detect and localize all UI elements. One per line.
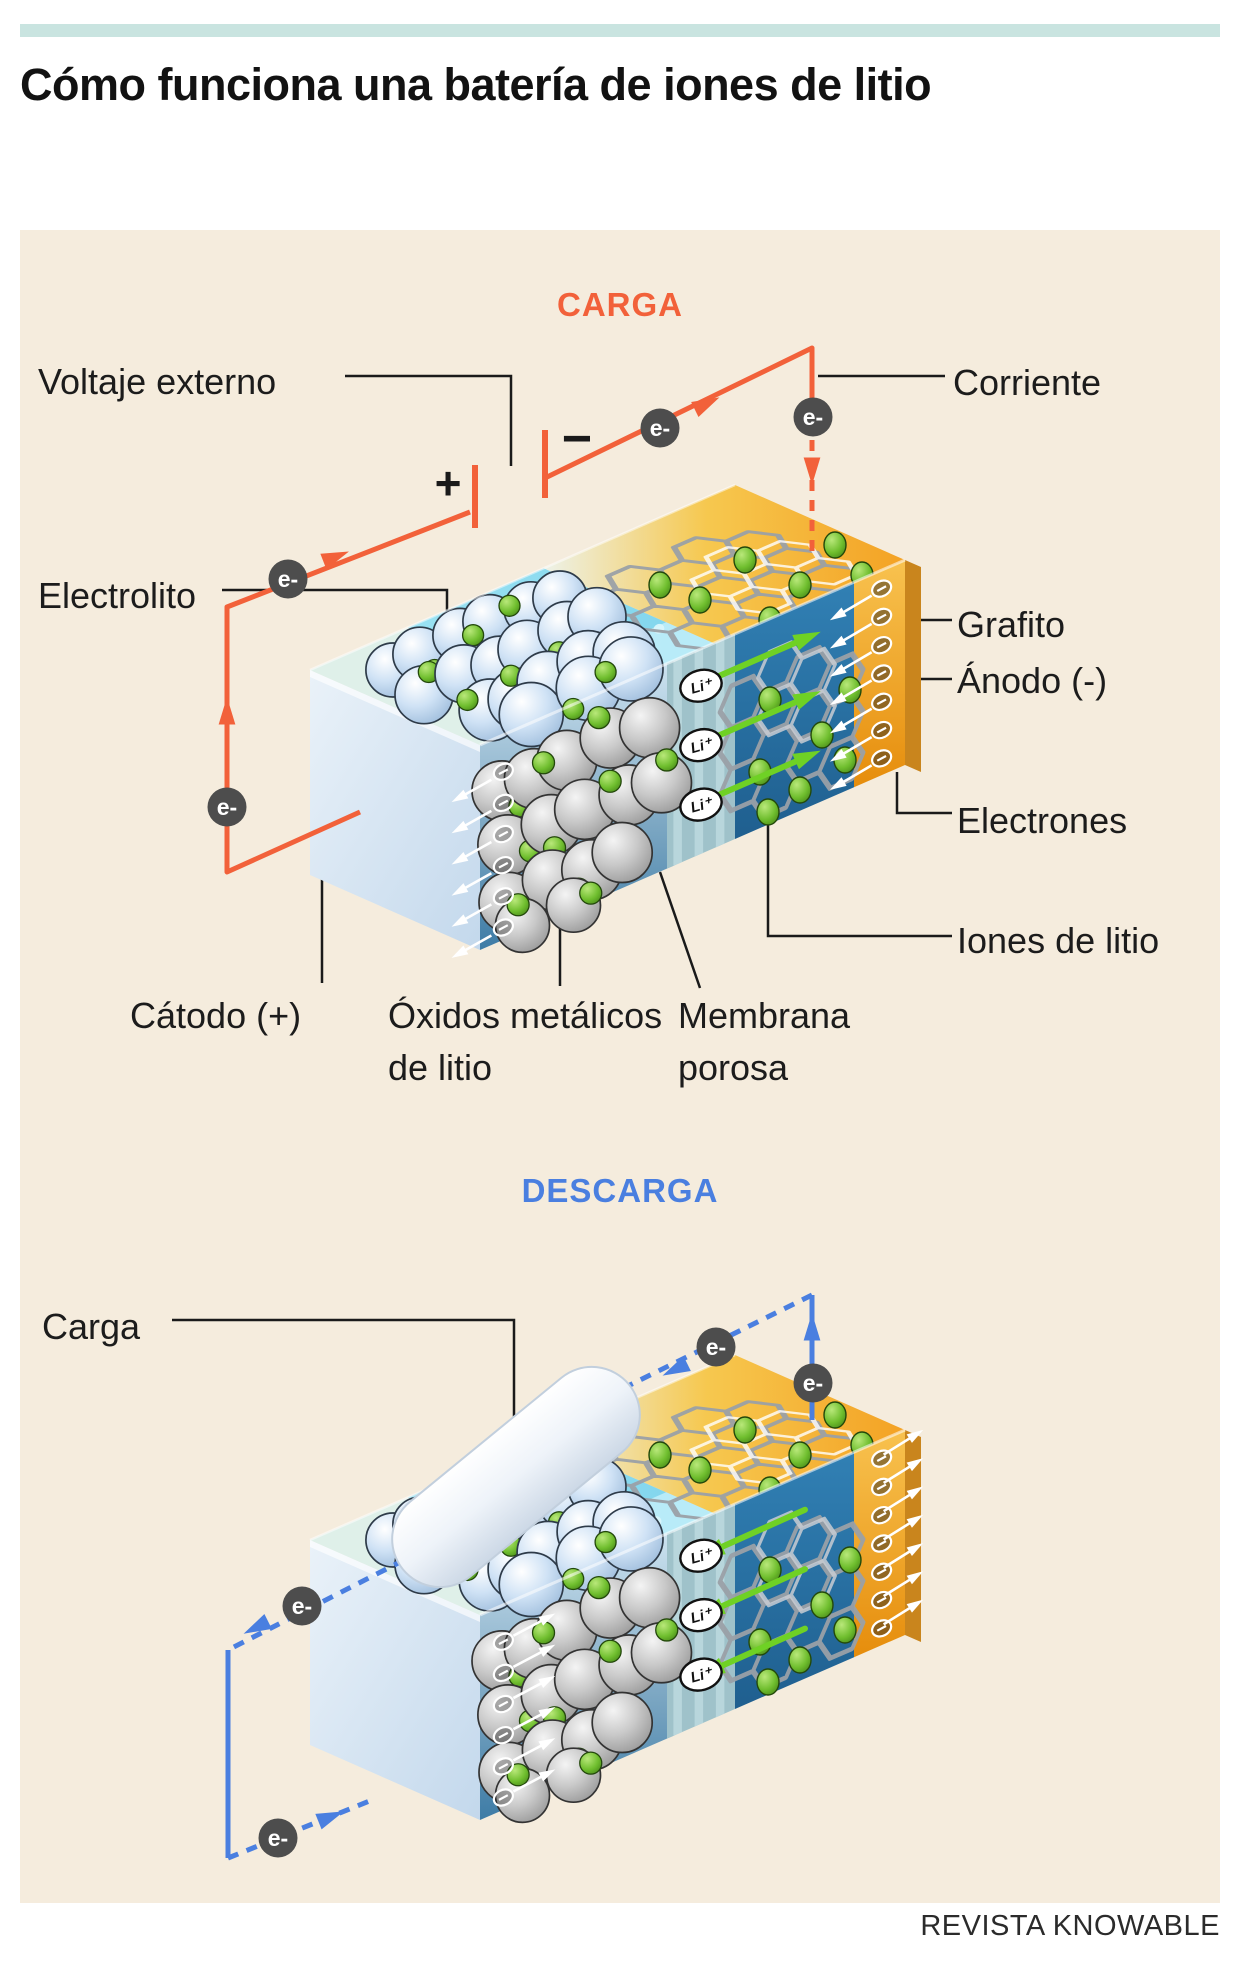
lithium-ion-badge: Li⁺ (679, 727, 723, 763)
electron-minus-icon (492, 1725, 514, 1745)
label-membrana-line1: Membrana (678, 995, 851, 1036)
electron-minus-icon (492, 1663, 514, 1683)
electron-minus-icon (492, 824, 514, 844)
electron-minus-icon (871, 1449, 893, 1468)
electron-badge: e- (793, 1363, 833, 1403)
label-carga-load: Carga (42, 1306, 141, 1347)
label-catodo: Cátodo (+) (130, 995, 302, 1036)
charge-circuit: + − e-e-e-e- (207, 345, 833, 875)
label-grafito: Grafito (957, 604, 1066, 645)
label-oxidos-metalicos: Óxidos metálicos de litio (388, 990, 662, 1094)
electron-minus-icon (871, 749, 893, 768)
leader-line (345, 374, 513, 466)
lithium-ion-badge: Li⁺ (679, 668, 723, 703)
label-membrana-line2: porosa (678, 1047, 789, 1088)
page-title-line1: Cómo funciona una batería de iones de (20, 59, 842, 110)
svg-text:e-: e- (278, 566, 298, 592)
electron-badge: e- (207, 787, 247, 827)
svg-text:e-: e- (268, 1825, 288, 1851)
electron-minus-icon (871, 720, 893, 740)
top-accent-bar (20, 24, 1220, 37)
discharge-circuit: e-e-e-e- (225, 1292, 833, 1861)
svg-text:Li⁺: Li⁺ (689, 1545, 716, 1568)
svg-text:e-: e- (292, 1593, 312, 1619)
page-title: Cómo funciona una batería de iones de li… (20, 54, 1160, 115)
electron-minus-icon (492, 1694, 514, 1714)
label-oxidos-line2: de litio (388, 1047, 493, 1088)
leader-line (658, 871, 702, 989)
discharge-leader-lines (172, 1318, 516, 1468)
discharge-section-title: DESCARGA (521, 1172, 719, 1209)
lithium-ion-badge: Li⁺ (679, 1657, 723, 1692)
label-electrolito: Electrolito (38, 575, 197, 616)
electron-minus-icon (871, 635, 893, 655)
electron-badge: e- (640, 408, 680, 448)
electron-minus-icon (492, 918, 514, 937)
electron-badge: e- (258, 1818, 298, 1858)
label-oxidos-line1: Óxidos metálicos (388, 995, 663, 1036)
svg-text:e-: e- (706, 1334, 726, 1360)
svg-text:e-: e- (650, 415, 670, 441)
electron-minus-icon (871, 1477, 893, 1497)
electron-badge: e- (282, 1586, 322, 1626)
electron-minus-icon (871, 692, 893, 712)
electron-minus-icon (871, 1619, 893, 1638)
svg-text:Li⁺: Li⁺ (689, 675, 716, 698)
load-pill (391, 1365, 641, 1589)
svg-text:Li⁺: Li⁺ (689, 1664, 716, 1687)
label-corriente: Corriente (953, 362, 1102, 403)
lithium-ion-badge: Li⁺ (679, 1597, 723, 1633)
svg-text:e-: e- (803, 404, 823, 430)
electron-minus-icon (492, 1757, 514, 1776)
label-iones-de-litio: Iones de litio (957, 920, 1160, 961)
svg-text:Li⁺: Li⁺ (689, 794, 716, 817)
page-title-line2: litio (853, 59, 932, 110)
electron-badge: e- (696, 1327, 736, 1367)
svg-text:Li⁺: Li⁺ (689, 734, 716, 757)
electron-minus-icon (871, 1562, 893, 1582)
electron-minus-icon (871, 1505, 893, 1525)
svg-text:e-: e- (803, 1370, 823, 1396)
label-anodo: Ánodo (-) (957, 660, 1108, 701)
label-voltaje-externo: Voltaje externo (38, 361, 277, 402)
electron-minus-icon (492, 762, 514, 781)
electron-minus-icon (492, 1788, 514, 1807)
lithium-ion-badge: Li⁺ (679, 1538, 723, 1573)
minus-terminal-sign: − (562, 410, 592, 468)
electron-badge: e- (793, 397, 833, 437)
electron-minus-icon (871, 607, 893, 627)
lithium-ion-badge: Li⁺ (679, 787, 723, 822)
charge-section-title: CARGA (557, 286, 683, 323)
leader-line (172, 1318, 516, 1468)
electron-minus-icon (492, 1632, 514, 1651)
electron-minus-icon (492, 793, 514, 813)
electron-badge: e- (268, 559, 308, 599)
electron-minus-icon (871, 1534, 893, 1553)
electron-minus-icon (871, 1590, 893, 1610)
leader-line (895, 772, 952, 815)
label-electrones: Electrones (957, 800, 1128, 841)
electron-minus-icon (871, 664, 893, 683)
charge-battery: Li⁺ Li⁺ Li⁺ (309, 483, 921, 958)
plus-terminal-sign: + (435, 457, 462, 509)
label-membrana-porosa: Membrana porosa (678, 990, 850, 1094)
leader-line (766, 814, 952, 938)
credit-text: REVISTA KNOWABLE (920, 1910, 1220, 1942)
electron-minus-icon (871, 579, 893, 598)
electron-minus-icon (492, 887, 514, 906)
svg-text:Li⁺: Li⁺ (689, 1604, 716, 1627)
svg-text:e-: e- (217, 794, 237, 820)
electron-minus-icon (492, 855, 514, 875)
